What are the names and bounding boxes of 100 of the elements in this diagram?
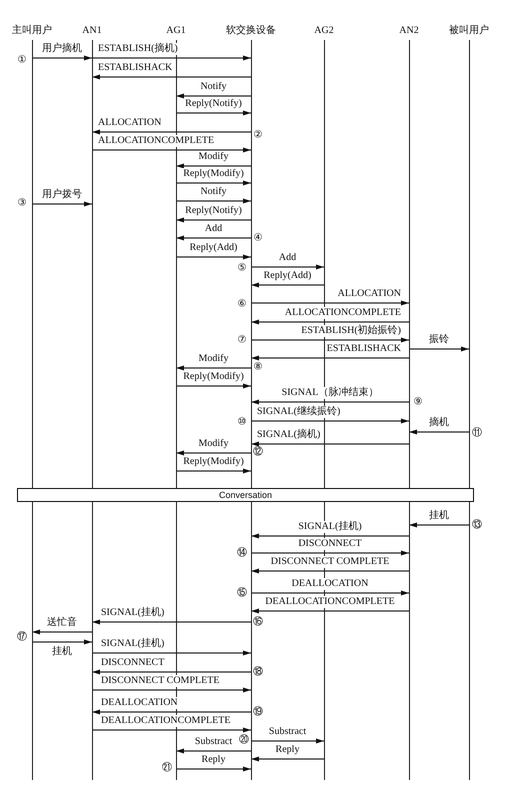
message-label: 摘机 xyxy=(428,416,450,428)
message-arrow xyxy=(176,164,252,168)
message-arrow xyxy=(250,300,410,306)
message-label: Reply xyxy=(274,744,300,756)
message-label: Reply(Modify) xyxy=(182,168,245,180)
message-label: DEALLOCATION xyxy=(290,578,370,590)
message-label: ESTABLISH(摘机) xyxy=(97,42,179,54)
message-label: Add xyxy=(204,222,224,234)
message-label: Reply xyxy=(200,754,226,766)
message-label: DISCONNECT COMPLETE xyxy=(270,556,390,568)
message-arrow xyxy=(408,346,470,352)
message-arrow xyxy=(176,748,252,754)
message-arrow xyxy=(176,236,252,240)
step-number: ③ xyxy=(18,198,26,208)
step-number: ㉑ xyxy=(162,762,172,774)
message-label: Notify xyxy=(199,80,228,92)
step-number: ⑬ xyxy=(472,520,482,530)
message-label: Modify xyxy=(198,150,230,162)
message-label: SIGNAL(挂机) xyxy=(100,638,166,650)
message-arrow xyxy=(250,320,410,324)
message-arrow xyxy=(176,198,252,204)
message-label: DEALLOCATIONCOMPLETE xyxy=(100,714,232,726)
message-label: ESTABLISHACK xyxy=(97,62,174,74)
step-number: ⑳ xyxy=(239,734,249,746)
message-label: ALLOCATIONCOMPLETE xyxy=(284,306,402,318)
step-number: ⑦ xyxy=(238,334,246,346)
participant-label: 被叫用户 xyxy=(449,25,489,37)
message-label: Reply(Add) xyxy=(188,242,238,254)
message-arrow xyxy=(250,738,324,744)
participant-label: AN1 xyxy=(82,25,102,37)
participant-label: AG2 xyxy=(314,25,334,37)
message-label: Notify xyxy=(199,186,228,198)
message-arrow xyxy=(250,590,410,596)
step-number: ⑱ xyxy=(253,666,263,678)
message-arrow xyxy=(250,568,410,574)
step-number: ⑯ xyxy=(253,616,263,628)
message-label: 挂机 xyxy=(428,510,450,522)
message-label: 振铃 xyxy=(428,334,450,346)
message-label: Substract xyxy=(194,736,234,748)
message-label: SIGNAL(继续振铃) xyxy=(256,406,342,418)
step-number: ⑤ xyxy=(238,262,246,274)
message-arrow xyxy=(176,384,252,388)
message-arrow xyxy=(32,640,92,644)
message-label: DEALLOCATION xyxy=(100,696,179,708)
message-label: SIGNAL(挂机) xyxy=(297,520,363,532)
step-number: ⑧ xyxy=(254,362,262,372)
step-number: ⑭ xyxy=(237,548,247,558)
message-arrow xyxy=(176,366,252,370)
message-arrow xyxy=(92,728,252,732)
message-arrow xyxy=(408,430,470,434)
message-arrow xyxy=(176,766,252,772)
message-arrow xyxy=(250,756,324,762)
message-label: ALLOCATIONCOMPLETE xyxy=(97,134,216,146)
message-label: Modify xyxy=(198,352,230,364)
message-arrow xyxy=(32,202,92,206)
message-label: DEALLOCATIONCOMPLETE xyxy=(264,596,396,608)
message-label: Reply(Modify) xyxy=(182,370,245,382)
message-arrow xyxy=(250,608,410,614)
message-arrow xyxy=(92,74,252,80)
message-arrow xyxy=(250,356,410,360)
message-arrow xyxy=(92,620,252,624)
message-label: 挂机 xyxy=(51,646,73,658)
participant-label: 软交换设备 xyxy=(226,25,276,37)
step-number: ② xyxy=(254,130,262,140)
message-arrow xyxy=(250,418,410,424)
message-label: 用户拨号 xyxy=(41,188,83,200)
message-label: DISCONNECT xyxy=(297,538,363,550)
step-number: ④ xyxy=(254,232,262,244)
step-number: ⑲ xyxy=(253,706,263,718)
step-number: ⑫ xyxy=(253,446,263,458)
message-arrow xyxy=(176,468,252,474)
message-label: Reply(Modify) xyxy=(182,456,245,468)
message-arrow xyxy=(176,110,252,116)
message-label: DISCONNECT COMPLETE xyxy=(100,674,220,686)
message-label: DISCONNECT xyxy=(100,656,166,668)
step-number: ⑥ xyxy=(238,298,246,310)
participant-label: AN2 xyxy=(399,25,419,37)
message-arrow xyxy=(32,56,92,60)
message-arrow xyxy=(176,180,252,186)
message-arrow xyxy=(176,254,252,260)
message-label: ALLOCATION xyxy=(97,116,162,128)
message-arrow xyxy=(176,218,252,222)
message-arrow xyxy=(250,264,324,270)
message-arrow xyxy=(250,282,324,288)
message-arrow xyxy=(32,630,92,634)
message-label: ESTABLISHACK xyxy=(326,342,402,354)
message-label: ESTABLISH(初始振铃) xyxy=(300,324,402,336)
message-label: SIGNAL(摘机) xyxy=(256,428,322,440)
message-label: 用户摘机 xyxy=(41,42,83,54)
message-label: ALLOCATION xyxy=(336,288,402,300)
message-arrow xyxy=(250,400,410,404)
message-label: SIGNAL(挂机) xyxy=(100,606,166,618)
message-label: Substract xyxy=(268,726,308,738)
message-arrow xyxy=(408,522,470,528)
message-label: Modify xyxy=(198,438,230,450)
message-arrow xyxy=(250,550,410,556)
step-number: ⑰ xyxy=(17,632,27,642)
message-arrow xyxy=(92,130,252,134)
message-label: Reply(Add) xyxy=(262,270,312,282)
message-arrow xyxy=(92,148,252,152)
